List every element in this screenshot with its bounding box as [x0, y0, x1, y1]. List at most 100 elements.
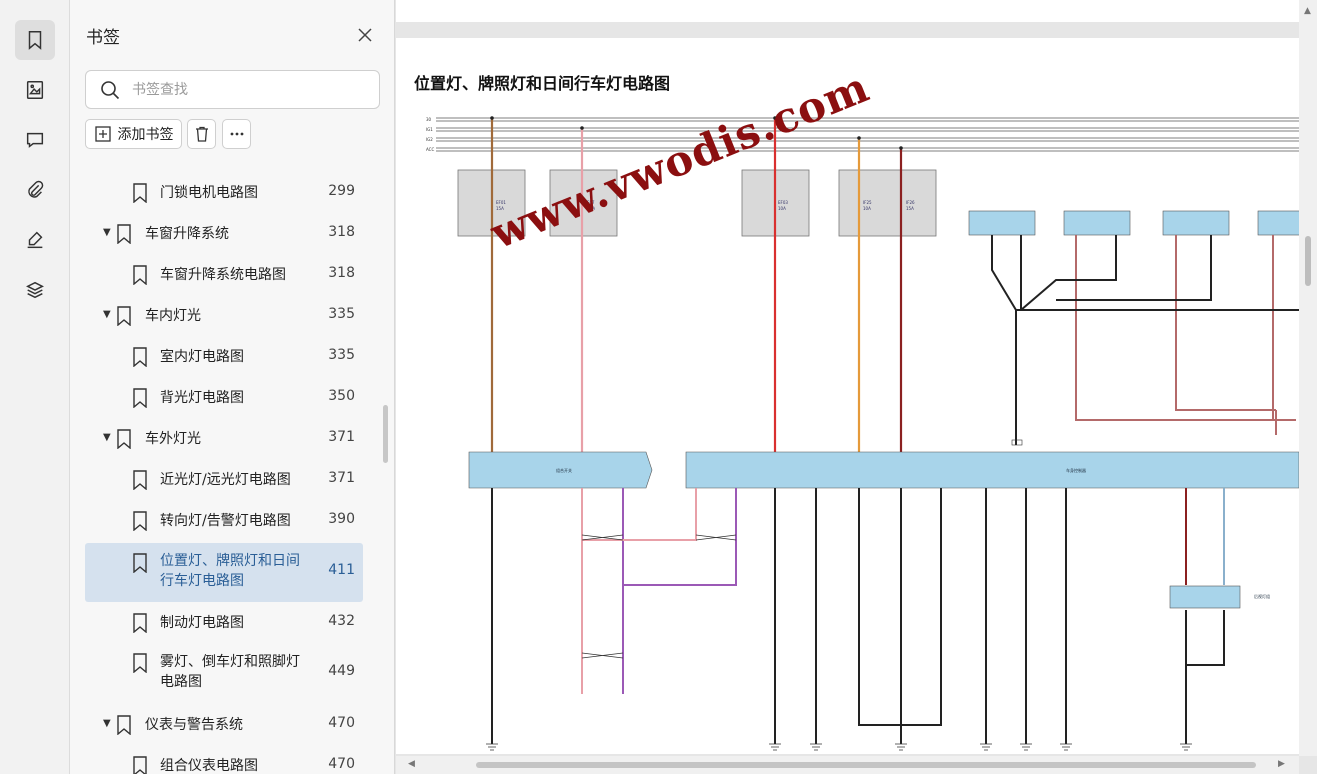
- bookmark-item-selected[interactable]: 位置灯、牌照灯和日间 行车灯电路图 411: [85, 543, 363, 602]
- module-label: 组合开关: [556, 467, 572, 473]
- bookmark-label: 室内灯电路图: [160, 349, 244, 365]
- bus-label: IG1: [426, 127, 433, 132]
- page-title: 位置灯、牌照灯和日间行车灯电路图: [414, 74, 671, 93]
- thumbnail-tab-button[interactable]: [15, 70, 55, 110]
- bookmark-icon: [133, 183, 147, 203]
- panel-scrollbar-thumb[interactable]: [383, 405, 388, 463]
- expand-caret-icon[interactable]: ▼: [103, 432, 111, 443]
- layers-icon: [26, 281, 44, 299]
- add-bookmark-label: 添加书签: [117, 127, 174, 143]
- bookmark-label-line2: 电路图: [160, 674, 202, 690]
- bus-label: ACC: [426, 147, 434, 152]
- bookmark-page: 432: [328, 613, 355, 629]
- bookmark-page: 371: [328, 429, 355, 445]
- document-horizontal-scrollbar[interactable]: ◀ ▶: [396, 756, 1299, 774]
- fuse-id: EF01: [496, 200, 506, 205]
- bookmark-item[interactable]: 组合仪表电路图 470: [85, 745, 363, 774]
- fuse-box: [549, 169, 618, 237]
- module-label: 车身控制器: [1066, 467, 1086, 473]
- fuse-box: [838, 169, 937, 237]
- fuse-id: IF25: [863, 200, 872, 205]
- rear-lamp-module: [1169, 585, 1241, 609]
- bookmark-tab-button[interactable]: [15, 20, 55, 60]
- bookmark-page: 390: [328, 511, 355, 527]
- document-page: 位置灯、牌照灯和日间行车灯电路图 30 IG1 IG2 ACC: [396, 38, 1299, 754]
- bookmark-item[interactable]: ▼ 车窗升降系统 318: [85, 213, 363, 255]
- bookmark-page: 470: [328, 715, 355, 731]
- bookmark-label-line2: 行车灯电路图: [160, 573, 244, 589]
- bookmark-icon: [133, 553, 147, 573]
- bookmark-page: 371: [328, 470, 355, 486]
- bookmark-icon: [133, 470, 147, 490]
- module-label: 后视灯组: [1254, 593, 1270, 599]
- bookmark-search-input[interactable]: [132, 79, 362, 101]
- expand-caret-icon[interactable]: ▼: [103, 718, 111, 729]
- bookmark-page: 449: [328, 663, 355, 679]
- bookmark-item[interactable]: 雾灯、倒车灯和照脚灯 电路图 449: [85, 644, 363, 702]
- bookmark-icon: [117, 429, 131, 449]
- horizontal-scroll-thumb[interactable]: [476, 762, 1256, 768]
- bookmark-icon: [133, 265, 147, 285]
- expand-caret-icon[interactable]: ▼: [103, 309, 111, 320]
- bookmark-item[interactable]: ▼ 仪表与警告系统 470: [85, 704, 363, 746]
- fuse-amp: 15A: [906, 206, 914, 211]
- bookmark-label: 制动灯电路图: [160, 615, 244, 631]
- more-options-button[interactable]: [222, 119, 251, 149]
- bookmark-page: 299: [328, 183, 355, 199]
- bookmark-item[interactable]: 门锁电机电路图 299: [85, 172, 363, 214]
- bus-label: IG2: [426, 137, 433, 142]
- bookmark-item[interactable]: 车窗升降系统电路图 318: [85, 254, 363, 296]
- bookmark-label: 车内灯光: [145, 308, 201, 324]
- layers-tab-button[interactable]: [15, 270, 55, 310]
- scroll-up-icon[interactable]: ▲: [1304, 6, 1311, 16]
- fuse-id: IF07: [586, 200, 595, 205]
- bookmark-icon: [133, 653, 147, 673]
- fuse-amp: 10A: [778, 206, 786, 211]
- body-controller-module: [685, 451, 1299, 489]
- more-icon: [230, 132, 243, 136]
- add-bookmark-button[interactable]: 添加书签: [85, 119, 182, 149]
- scroll-left-icon[interactable]: ◀: [408, 759, 415, 769]
- close-icon: [358, 28, 372, 42]
- scroll-right-icon[interactable]: ▶: [1278, 759, 1285, 769]
- bookmark-page: 335: [328, 306, 355, 322]
- bookmark-item[interactable]: 近光灯/远光灯电路图 371: [85, 459, 363, 501]
- trash-icon: [195, 126, 208, 142]
- attachment-icon: [28, 180, 44, 198]
- document-vertical-scrollbar[interactable]: ▲: [1299, 0, 1317, 756]
- fuse-id: EF03: [778, 200, 788, 205]
- bookmark-item[interactable]: ▼ 车内灯光 335: [85, 295, 363, 337]
- bookmark-item[interactable]: 室内灯电路图 335: [85, 336, 363, 378]
- expand-caret-icon[interactable]: ▼: [103, 227, 111, 238]
- delete-bookmark-button[interactable]: [187, 119, 216, 149]
- power-bus-lines: [436, 117, 1299, 152]
- bookmark-label-line1: 位置灯、牌照灯和日间: [160, 553, 300, 569]
- bookmark-label: 门锁电机电路图: [160, 185, 258, 201]
- fuse-amp: 7.5A: [586, 206, 595, 211]
- bookmark-icon: [133, 388, 147, 408]
- signature-tab-button[interactable]: [15, 220, 55, 260]
- bookmark-item[interactable]: 背光灯电路图 350: [85, 377, 363, 419]
- comment-icon: [26, 132, 44, 148]
- bookmark-label: 近光灯/远光灯电路图: [160, 472, 291, 488]
- bookmark-item[interactable]: 转向灯/告警灯电路图 390: [85, 500, 363, 542]
- bookmark-page: 318: [328, 224, 355, 240]
- attachment-tab-button[interactable]: [15, 170, 55, 210]
- bookmark-page: 470: [328, 756, 355, 772]
- panel-title: 书签: [86, 28, 120, 48]
- bookmark-label: 背光灯电路图: [160, 390, 244, 406]
- comment-tab-button[interactable]: [15, 120, 55, 160]
- bus-label: 30: [426, 117, 432, 122]
- fuse-id: IF26: [906, 200, 915, 205]
- close-panel-button[interactable]: [354, 24, 376, 46]
- lamp-connector: [1162, 210, 1230, 236]
- bookmark-icon: [117, 306, 131, 326]
- bookmark-page: 318: [328, 265, 355, 281]
- bookmark-item[interactable]: 制动灯电路图 432: [85, 602, 363, 644]
- vertical-scroll-thumb[interactable]: [1305, 236, 1311, 286]
- bookmark-item[interactable]: ▼ 车外灯光 371: [85, 418, 363, 460]
- bookmark-icon: [133, 511, 147, 531]
- image-icon: [26, 81, 44, 99]
- bookmark-label: 组合仪表电路图: [160, 758, 258, 774]
- bookmark-label: 车外灯光: [145, 431, 201, 447]
